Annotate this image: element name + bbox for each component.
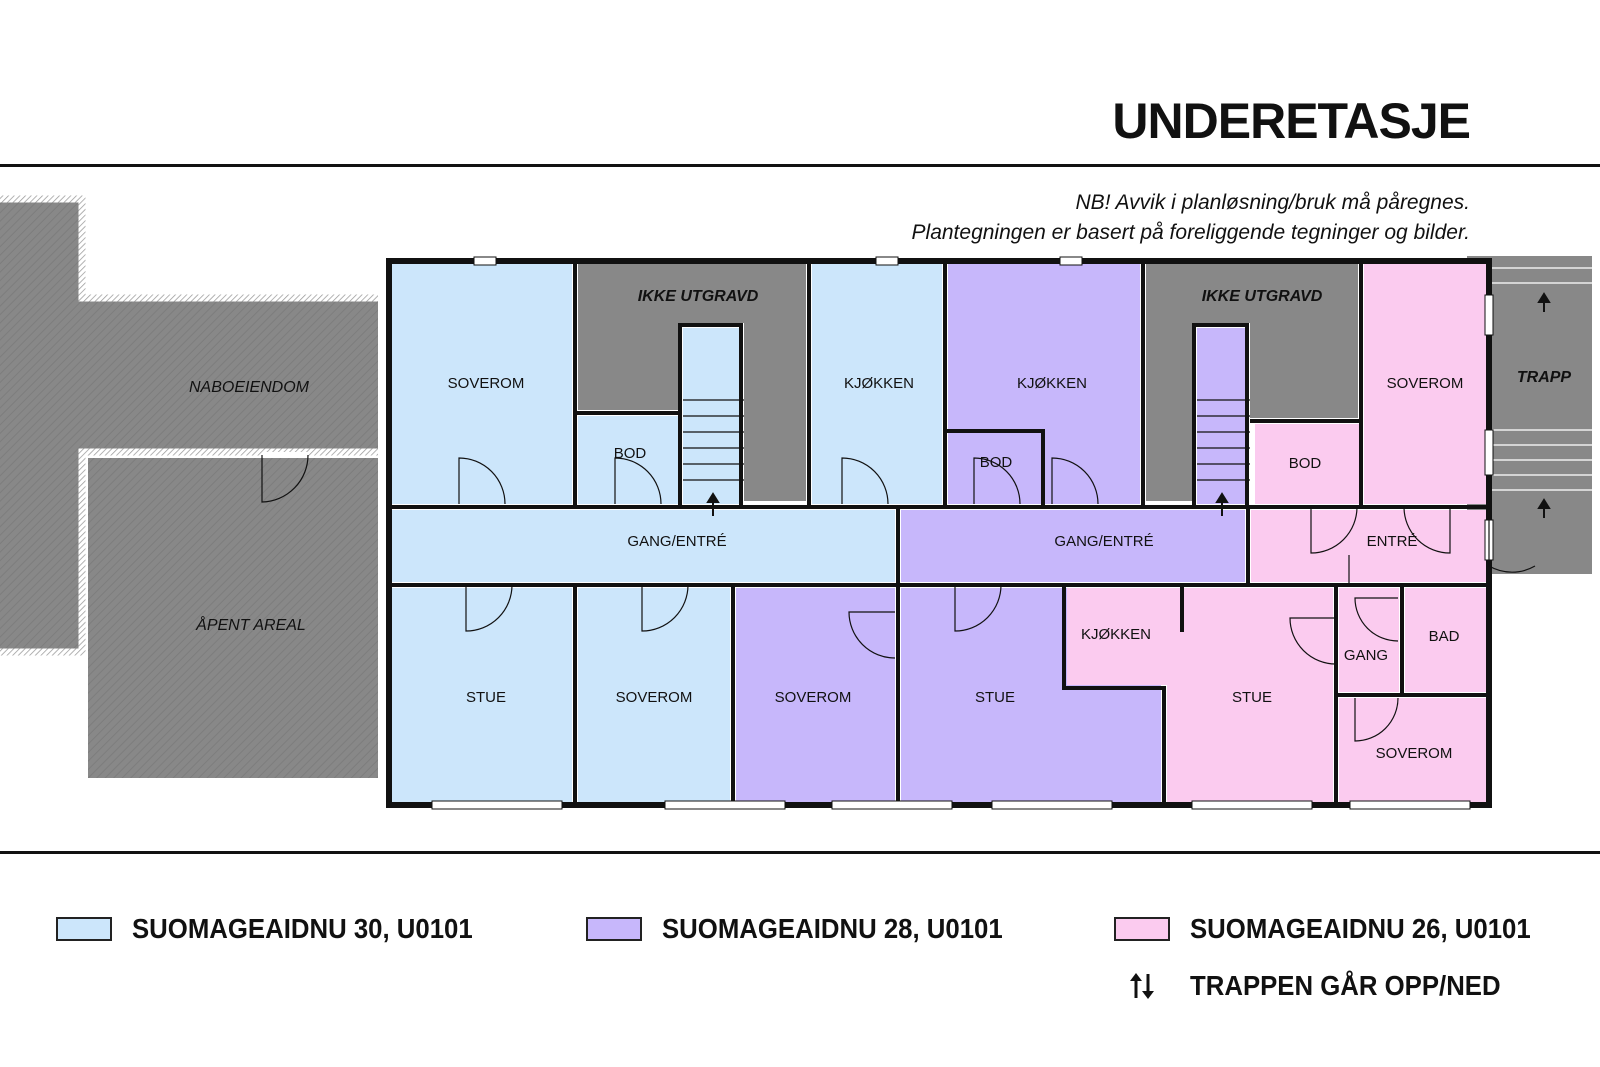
legend-label-unit-28: SUOMAGEAIDNU 28, U0101 [662, 913, 1003, 944]
label-neighbor: NABOEIENDOM [189, 379, 310, 396]
stair-arrows [706, 292, 1551, 518]
legend-swatch-unit-30 [56, 917, 112, 941]
unexcavated-left [578, 264, 806, 501]
disclaimer-line-1: NB! Avvik i planløsning/bruk må påregnes… [1075, 191, 1470, 214]
unit-26-rooms [1067, 264, 1486, 802]
bottom-divider [0, 851, 1600, 854]
doors [458, 457, 1536, 742]
room-u26-soverom-top: SOVEROM [1387, 375, 1464, 392]
legend-stairs: TRAPPEN GÅR OPP/NED [1114, 970, 1528, 1002]
legend-swatch-unit-26 [1114, 917, 1170, 941]
room-u28-soverom: SOVEROM [775, 689, 852, 706]
unit-30-rooms [392, 264, 942, 802]
room-u26-soverom-bottom: SOVEROM [1376, 745, 1453, 762]
windows [431, 256, 1494, 810]
label-stairs: TRAPP [1517, 369, 1572, 386]
room-u26-stue: STUE [1232, 689, 1272, 706]
legend-swatch-unit-28 [586, 917, 642, 941]
inner-stairs-right [1197, 399, 1250, 481]
room-u26-entre: ENTRÉ [1367, 533, 1418, 550]
room-u28-stue: STUE [975, 689, 1015, 706]
legend-unit-30: SUOMAGEAIDNU 30, U0101 [56, 913, 502, 945]
open-area-door [261, 452, 309, 503]
room-u30-gang: GANG/ENTRÉ [627, 533, 726, 550]
room-u28-kjokken: KJØKKEN [1017, 375, 1087, 392]
disclaimer-line-2: Plantegningen er basert på foreliggende … [911, 221, 1470, 244]
unexcavated-right [1146, 264, 1358, 501]
legend-label-stairs: TRAPPEN GÅR OPP/NED [1190, 970, 1501, 1001]
room-u28-bod: BOD [980, 454, 1013, 471]
label-open-area: ÅPENT AREAL [195, 615, 306, 634]
up-down-arrows-icon [1114, 972, 1170, 1000]
open-area [88, 458, 378, 778]
room-u26-bod: BOD [1289, 455, 1322, 472]
room-u26-bad: BAD [1429, 628, 1460, 645]
room-u30-soverom-top: SOVEROM [448, 375, 525, 392]
legend-unit-28: SUOMAGEAIDNU 28, U0101 [586, 913, 1032, 945]
legend-unit-26: SUOMAGEAIDNU 26, U0101 [1114, 913, 1560, 945]
page-title: UNDERETASJE [1112, 93, 1471, 149]
disclaimer-note: NB! Avvik i planløsning/bruk må påregnes… [912, 188, 1470, 248]
room-u26-gang: GANG [1344, 647, 1388, 664]
room-u28-gang: GANG/ENTRÉ [1054, 533, 1153, 550]
room-u26-kjokken: KJØKKEN [1081, 626, 1151, 643]
top-divider [0, 164, 1600, 167]
inner-stairs-left [683, 399, 744, 481]
label-unexcavated-left: IKKE UTGRAVD [638, 288, 759, 305]
legend-label-unit-26: SUOMAGEAIDNU 26, U0101 [1190, 913, 1531, 944]
room-u30-bod: BOD [614, 445, 647, 462]
room-u30-kjokken: KJØKKEN [844, 375, 914, 392]
label-unexcavated-right: IKKE UTGRAVD [1202, 288, 1323, 305]
room-u30-stue: STUE [466, 689, 506, 706]
legend-label-unit-30: SUOMAGEAIDNU 30, U0101 [132, 913, 473, 944]
room-u30-soverom-bottom: SOVEROM [616, 689, 693, 706]
neighbor-property-area [0, 195, 378, 656]
